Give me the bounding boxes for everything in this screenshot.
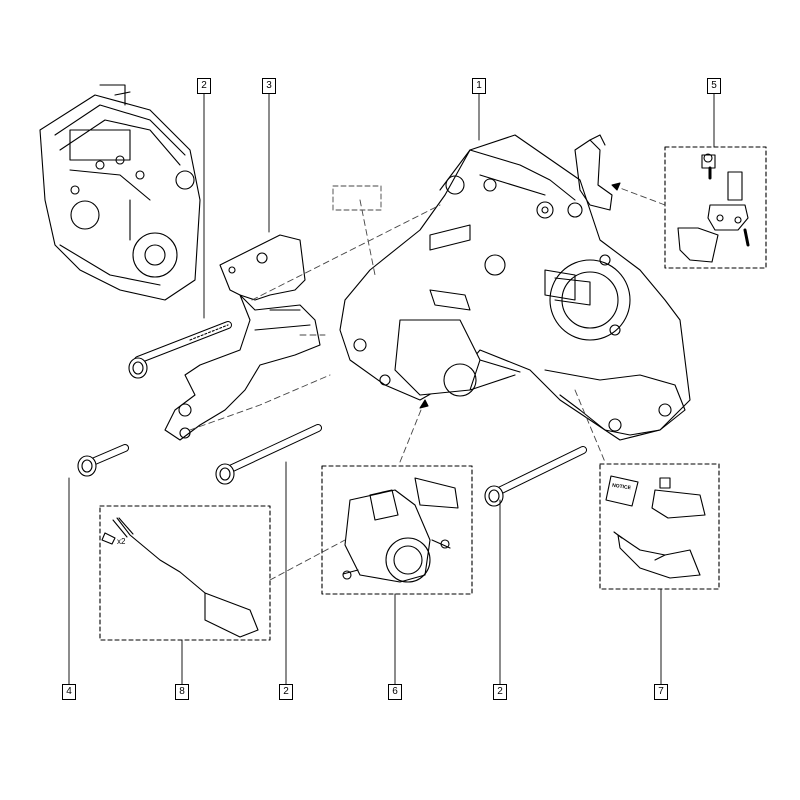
kit-5-box <box>664 146 767 269</box>
callout-2-top: 2 <box>197 78 211 94</box>
callout-3: 3 <box>262 78 276 94</box>
long-bolt-lower-left <box>215 424 322 485</box>
empty-placeholder-frame <box>332 185 382 211</box>
callout-4: 4 <box>62 684 76 700</box>
short-bolt <box>77 444 129 477</box>
engine-thumbnail <box>39 84 201 301</box>
long-bolt-top <box>128 321 232 379</box>
callout-1: 1 <box>472 78 486 94</box>
callout-5: 5 <box>707 78 721 94</box>
leader-lines <box>68 92 715 685</box>
kit-7-box <box>599 463 720 590</box>
quantity-label: x2 <box>117 537 126 546</box>
dashed-connections <box>189 184 666 581</box>
callout-6: 6 <box>388 684 402 700</box>
callout-7: 7 <box>654 684 668 700</box>
kit-8-box <box>99 505 271 641</box>
callout-2-bottom-right: 2 <box>493 684 507 700</box>
callout-8: 8 <box>175 684 189 700</box>
long-bolt-lower-right <box>484 446 587 507</box>
kit-6-box <box>321 465 473 595</box>
injection-pump <box>339 134 691 441</box>
callout-2-bottom-left: 2 <box>279 684 293 700</box>
